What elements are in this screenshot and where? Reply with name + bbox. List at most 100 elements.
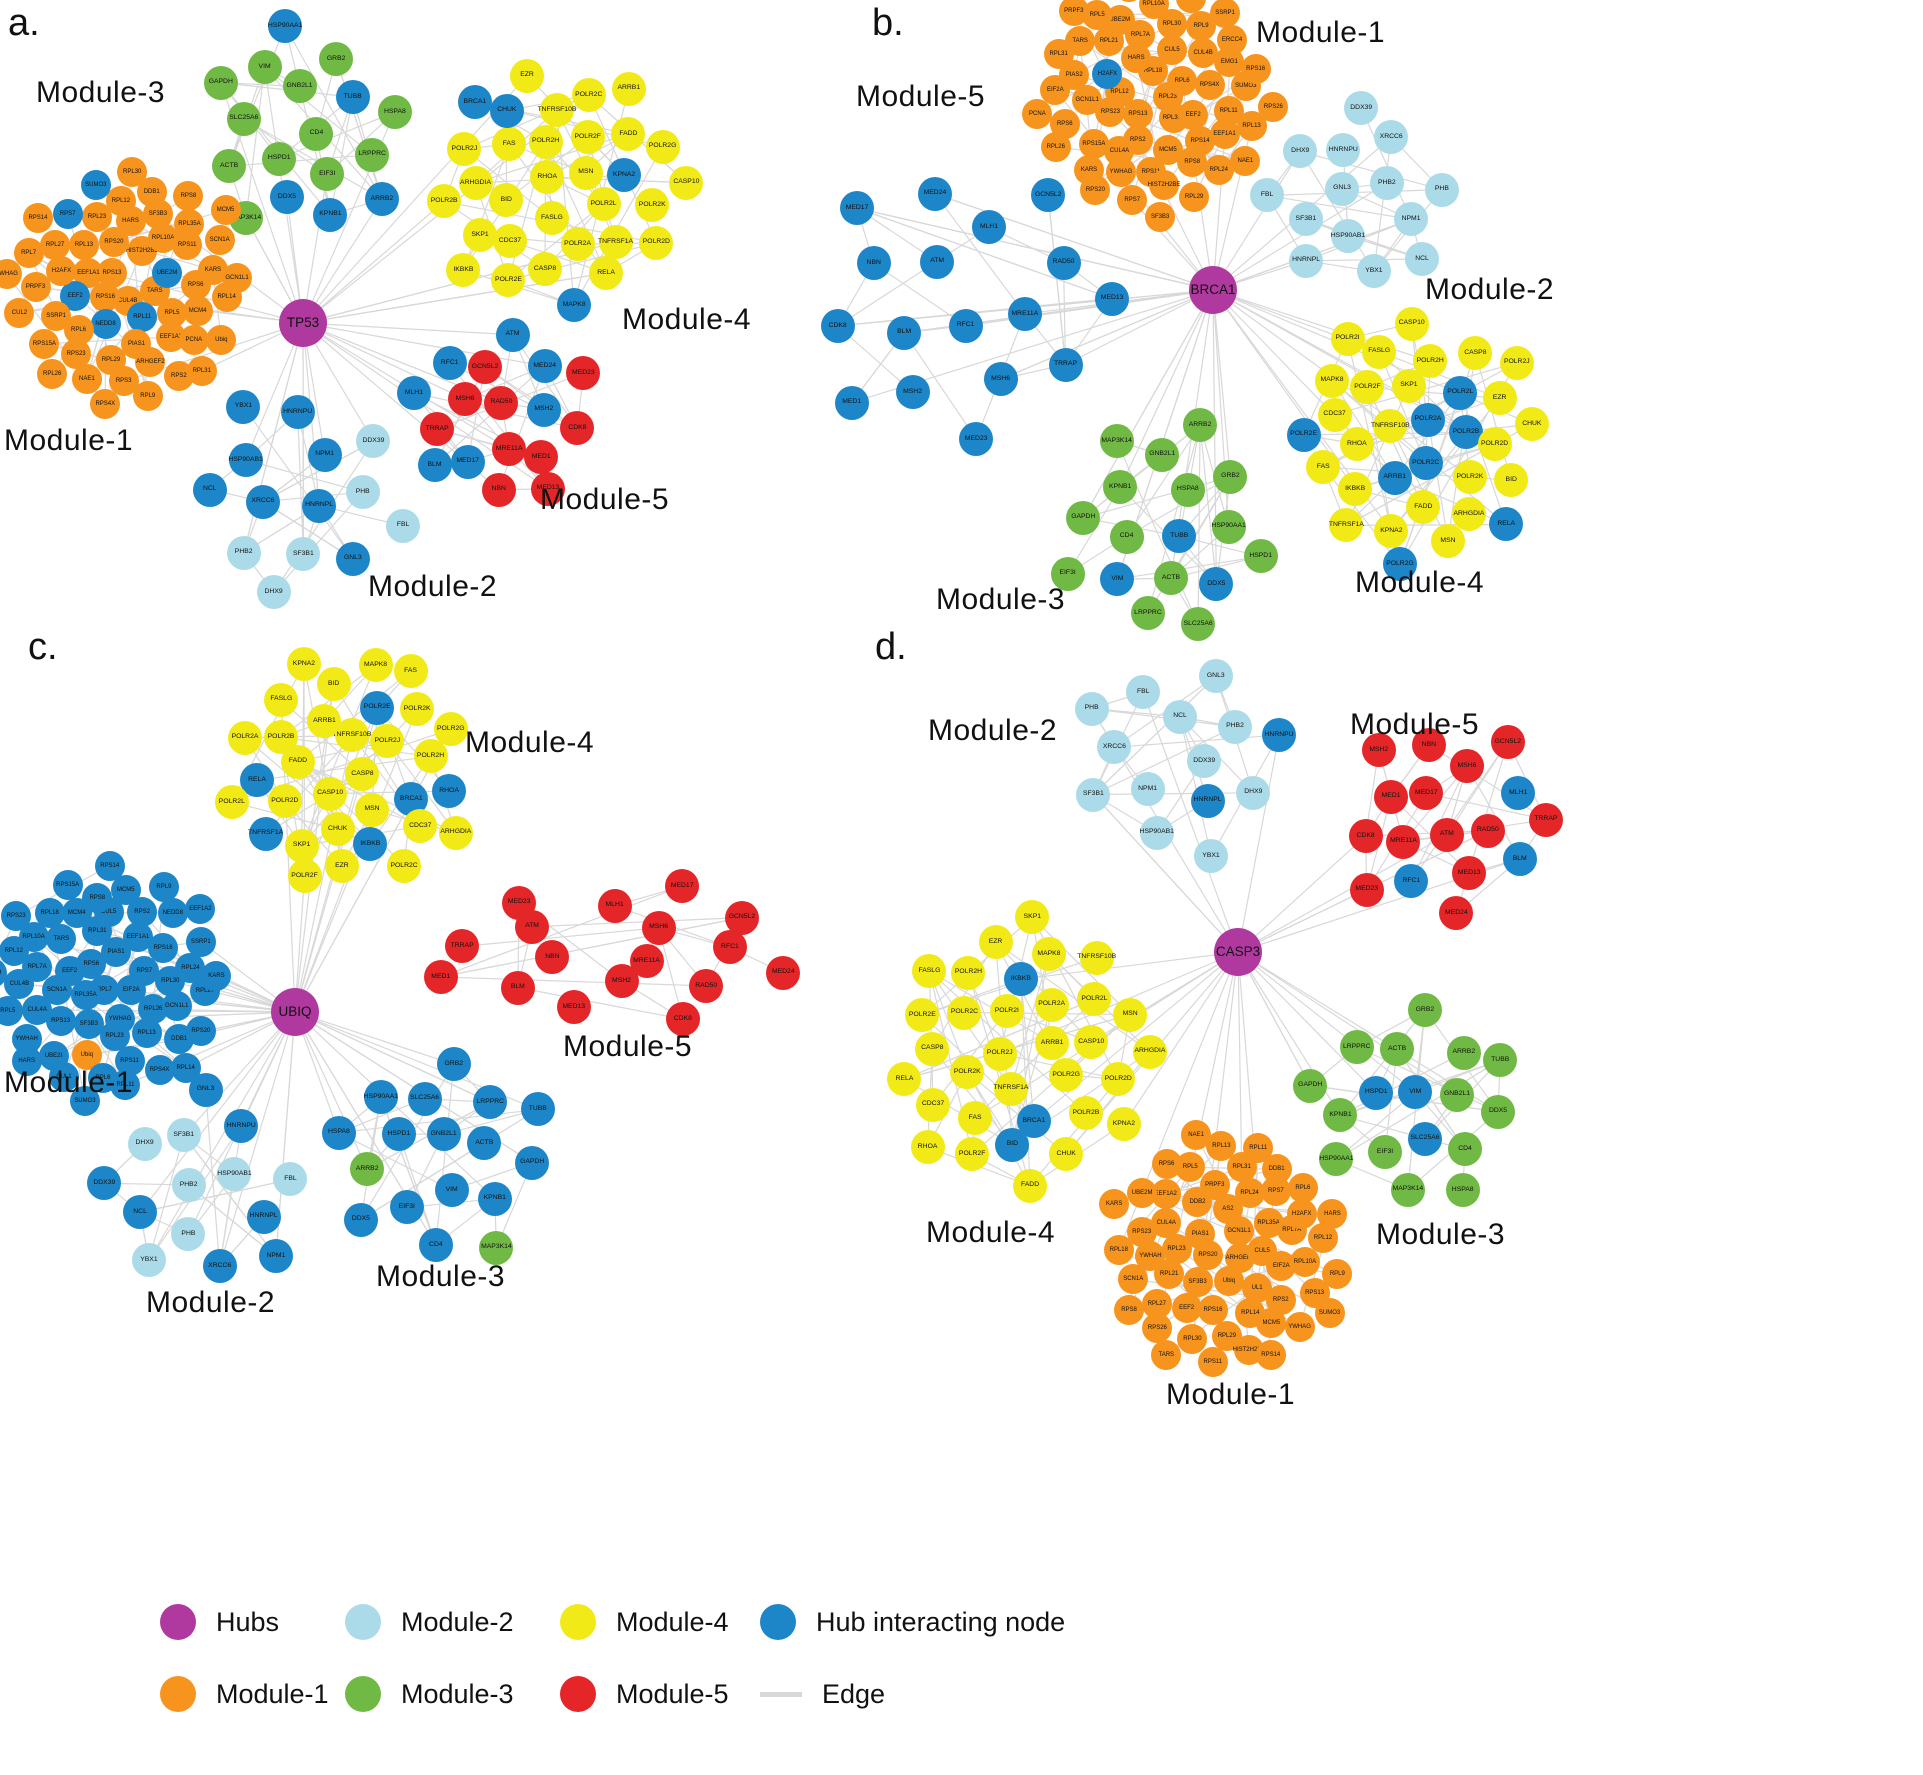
network-node: BRCA1: [457, 85, 492, 120]
network-node: POLR2H: [1413, 344, 1448, 379]
network-node: RPL9: [148, 872, 179, 903]
network-node: POLR2E: [905, 998, 940, 1033]
network-node: RPS8: [82, 882, 113, 913]
network-node: GRB2: [436, 1047, 471, 1082]
network-node: ATM: [1429, 817, 1464, 852]
network-node: VIM: [247, 50, 282, 85]
network-node: HIST2H2BE: [1148, 170, 1180, 201]
network-node: TRRAP: [420, 412, 455, 447]
network-node: CUL4B: [4, 968, 35, 999]
network-node: IKBKB: [353, 827, 388, 862]
network-node: FBL: [1126, 675, 1161, 710]
panel-letter: b.: [872, 2, 904, 44]
network-node: RPL6: [1167, 66, 1198, 97]
network-node: RPL18: [34, 898, 65, 929]
network-node: LRPPRC: [1339, 1030, 1374, 1065]
module4-color-swatch: [560, 1604, 596, 1640]
legend-label: Edge: [822, 1678, 886, 1709]
network-node: DDX39: [1187, 744, 1222, 779]
network-node: MAPK8: [358, 648, 393, 683]
module-label: Module-2: [928, 714, 1058, 747]
network-node: IKBKB: [1338, 471, 1373, 506]
network-node: SCN1A: [1118, 1264, 1149, 1295]
network-node: POLR2G: [1049, 1058, 1084, 1093]
network-node: GNB2L1: [1145, 437, 1180, 472]
network-node: EIF3I: [310, 157, 345, 192]
network-node: TNFRSF1A: [1329, 508, 1364, 543]
network-node: FAS: [393, 654, 428, 689]
network-node: HNRNPL: [1289, 243, 1324, 278]
network-node: CD4: [1448, 1132, 1482, 1167]
network-node: MED13: [1452, 855, 1487, 890]
legend-item-hubs: Hubs: [160, 1604, 345, 1640]
legend-item-module1: Module-1: [160, 1676, 345, 1712]
network-node: POLR2A: [227, 720, 262, 755]
network-node: POLR2A: [1034, 987, 1069, 1022]
network-node: KPNA2: [1106, 1106, 1141, 1141]
network-node: RPS4X: [90, 388, 121, 419]
network-node: TARS: [46, 924, 77, 955]
network-node: CD4: [1109, 519, 1144, 554]
network-node: RELA: [589, 255, 624, 290]
legend-label: Module-4: [616, 1606, 729, 1637]
hub-color-swatch: [160, 1604, 196, 1640]
network-node: POLR2I: [1330, 321, 1365, 356]
network-node: H2AFX: [1092, 59, 1123, 90]
network-node: HSP90AA1: [1211, 509, 1246, 544]
network-node: PRPF3: [20, 271, 51, 302]
network-node: DHX9: [1236, 775, 1271, 810]
network-node: RPS23: [1, 901, 32, 932]
network-node: RPS8: [1114, 1295, 1145, 1326]
network-node: CDK8: [560, 411, 595, 446]
network-node: ARRB1: [611, 71, 646, 106]
network-node: NPM1: [1394, 202, 1429, 237]
network-node: NPM1: [258, 1239, 293, 1274]
network-node: HSPA8: [377, 95, 412, 130]
network-node: POLR2L: [214, 785, 249, 819]
network-node: GAPDH: [1066, 500, 1101, 535]
network-node: KPNB1: [313, 197, 348, 232]
panel-letter: a.: [8, 2, 40, 44]
network-node: GAPDH: [1293, 1068, 1328, 1103]
network-node: HSPD1: [262, 141, 297, 176]
network-node: FAS: [1306, 449, 1341, 484]
network-node: TNFRSF1A: [248, 816, 283, 851]
network-node: FASLG: [264, 682, 299, 717]
network-node: HSPA8: [1445, 1173, 1480, 1208]
network-node: POLR2C: [387, 849, 422, 884]
module2-color-swatch: [345, 1604, 381, 1640]
network-node: MED17: [1409, 776, 1444, 811]
network-node: SF3B1: [166, 1118, 201, 1153]
network-node: RPS14: [22, 202, 53, 233]
network-node: EEF1A2: [185, 893, 216, 924]
network-node: GNL3: [335, 541, 370, 576]
network-node: MED13: [1095, 281, 1130, 316]
network-node: RAD50: [689, 968, 724, 1003]
network-node: GCN5L2: [1031, 178, 1066, 213]
network-node: MED17: [840, 191, 875, 226]
network-node: ATM: [495, 317, 530, 352]
network-node: GCN5L2: [724, 900, 759, 935]
module-label: Module-3: [1376, 1218, 1506, 1251]
network-node: ERCC4: [1217, 24, 1248, 55]
network-node: EEF2: [1171, 1292, 1202, 1323]
network-node: HSP90AA1: [364, 1080, 398, 1115]
hub-node: UBIQ: [271, 988, 319, 1036]
network-node: CHUK: [1514, 407, 1549, 442]
network-node: CASP10: [313, 776, 348, 811]
module-label: Module-4: [1355, 566, 1485, 599]
network-node: BLM: [887, 315, 922, 350]
network-node: SKP1: [463, 218, 498, 253]
network-node: POLR2K: [950, 1055, 985, 1090]
network-node: RPL9: [132, 380, 163, 411]
network-node: CUL5: [1157, 35, 1187, 66]
panel-letter: c.: [28, 626, 58, 668]
network-node: HARS: [1317, 1199, 1348, 1230]
network-node: MRE11A: [1386, 824, 1421, 859]
network-node: RHOA: [910, 1130, 945, 1165]
module-label: Module-1: [4, 424, 134, 457]
network-node: CD4: [299, 116, 334, 151]
network-node: RPL29: [0, 957, 8, 988]
network-node: TNFRSF10B: [537, 93, 576, 128]
network-node: KPNA2: [607, 158, 642, 193]
